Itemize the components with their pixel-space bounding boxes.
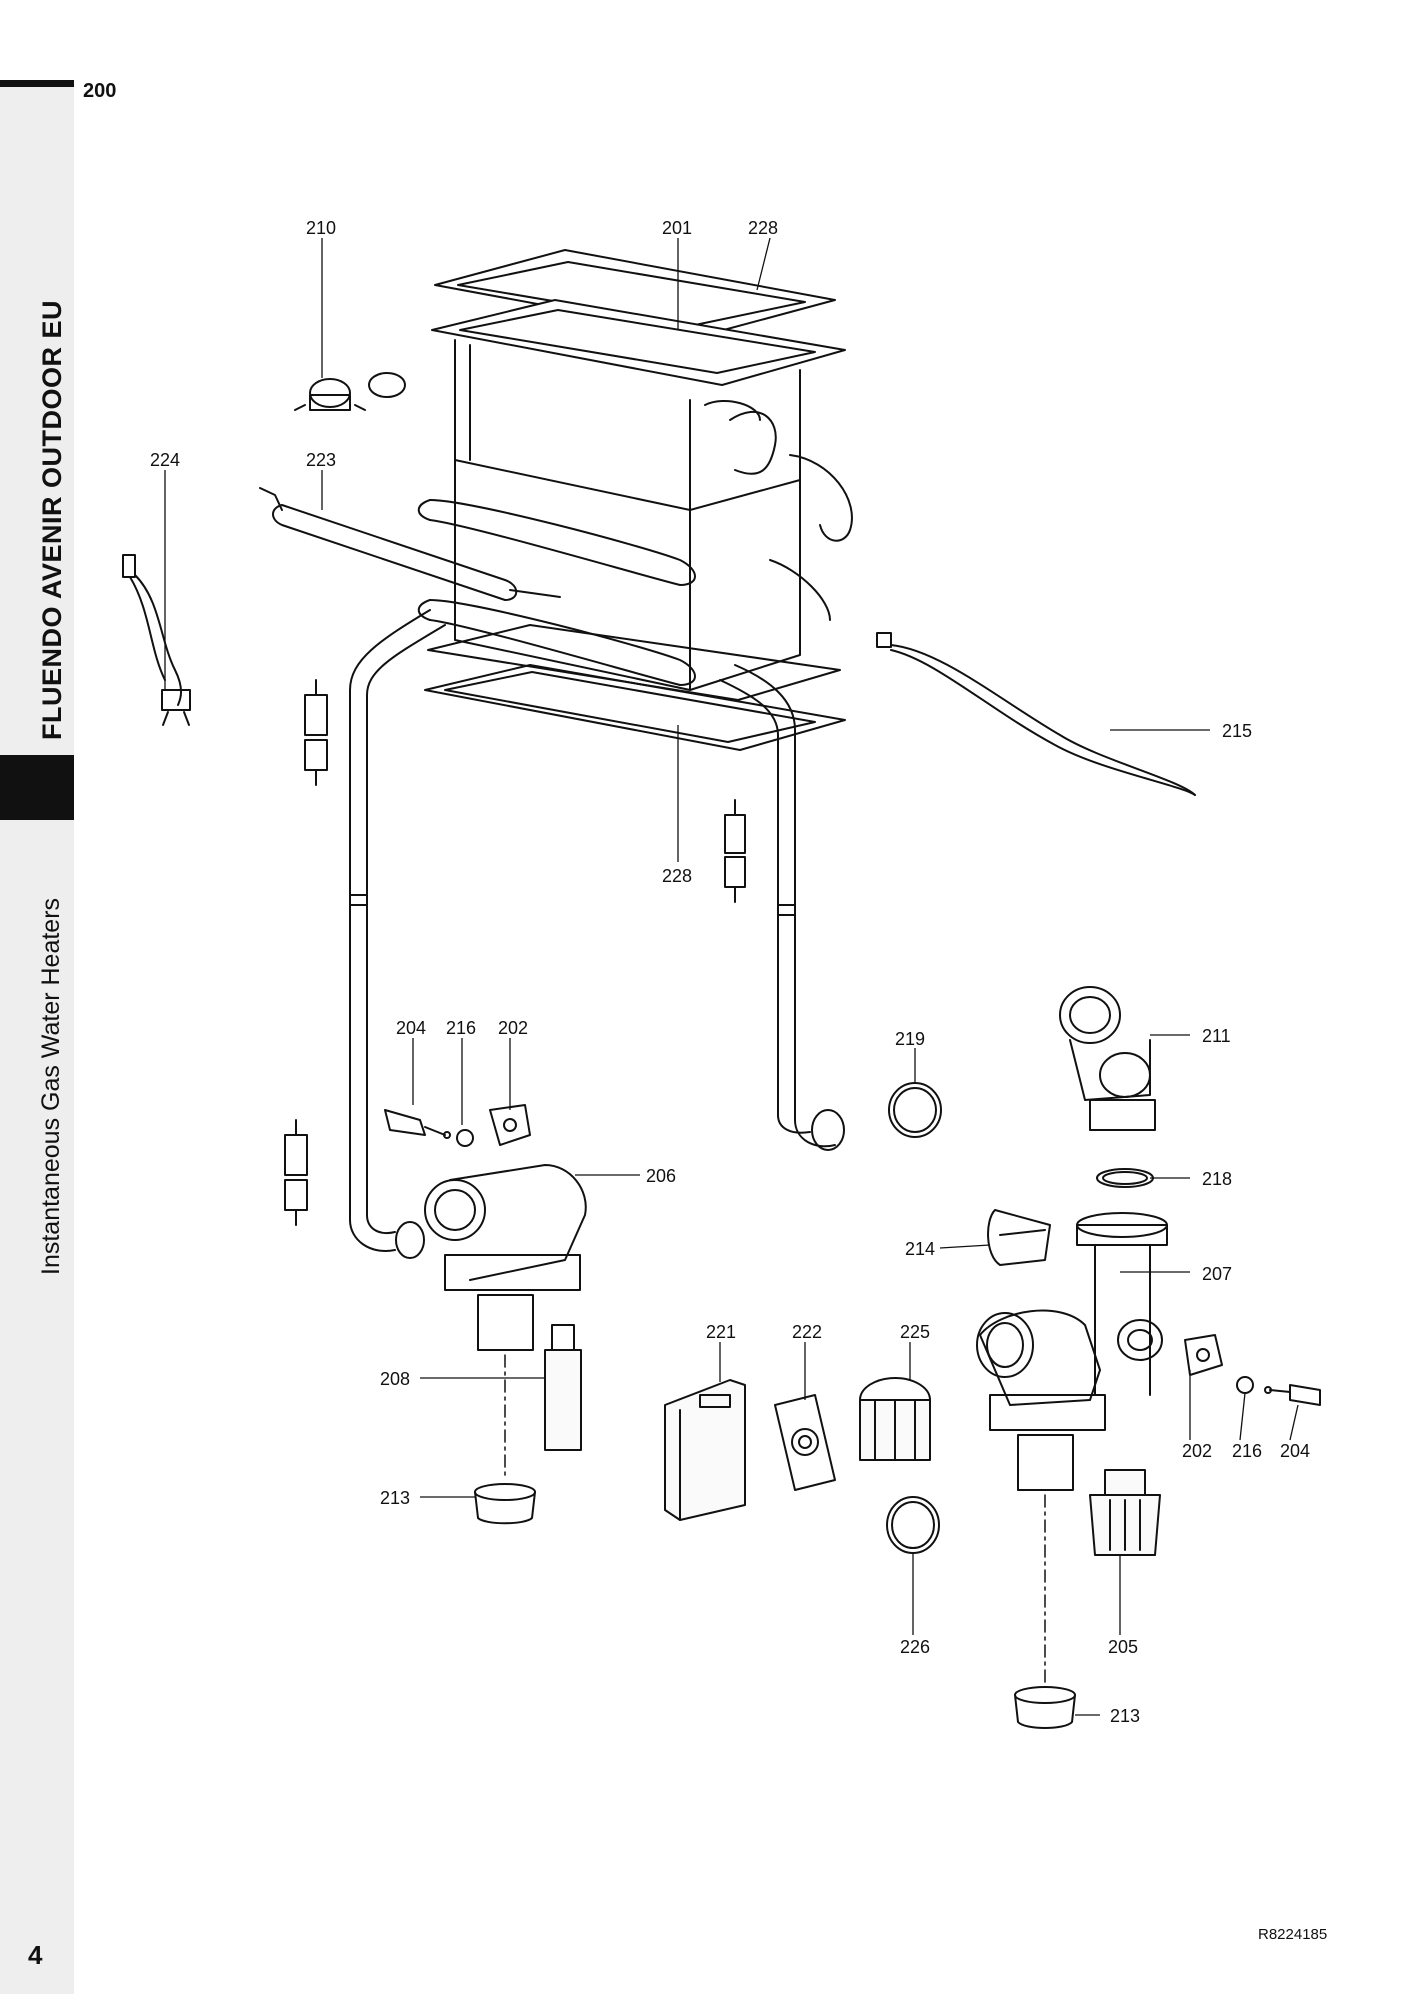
callout-204-right: 204 bbox=[1280, 1441, 1310, 1461]
part-213-cap-left bbox=[474, 1483, 536, 1525]
pipe-clip-right bbox=[724, 799, 746, 903]
part-202-clip-left bbox=[489, 1104, 531, 1146]
callout-223: 223 bbox=[306, 450, 336, 470]
part-225-turbine bbox=[859, 1377, 931, 1461]
callout-222: 222 bbox=[792, 1322, 822, 1342]
part-213-cap-right bbox=[1014, 1686, 1076, 1729]
callout-206: 206 bbox=[646, 1166, 676, 1186]
callout-202-right: 202 bbox=[1182, 1441, 1212, 1461]
part-224-sensor-cable bbox=[122, 554, 191, 726]
part-202-clip-right bbox=[1184, 1334, 1223, 1376]
part-210-thermostat bbox=[294, 372, 406, 411]
callout-210: 210 bbox=[306, 218, 336, 238]
callout-205: 205 bbox=[1108, 1637, 1138, 1657]
callout-216-left: 216 bbox=[446, 1018, 476, 1038]
leader-lines bbox=[164, 237, 1299, 1716]
part-208-filter bbox=[544, 1324, 582, 1451]
callout-218: 218 bbox=[1202, 1169, 1232, 1189]
callout-225: 225 bbox=[900, 1322, 930, 1342]
part-205-filter bbox=[1089, 1469, 1161, 1556]
sidebar-band bbox=[0, 80, 74, 1994]
callout-213-right: 213 bbox=[1110, 1706, 1140, 1726]
part-204-sensor-left bbox=[384, 1109, 451, 1139]
left-water-pipe bbox=[349, 609, 446, 1252]
callout-201: 201 bbox=[662, 218, 692, 238]
callout-221: 221 bbox=[706, 1322, 736, 1342]
callout-204-left: 204 bbox=[396, 1018, 426, 1038]
part-222-plate bbox=[774, 1394, 836, 1491]
part-216-oring-left bbox=[456, 1129, 474, 1147]
part-207-outlet-body bbox=[976, 1212, 1168, 1491]
page-number: 4 bbox=[28, 1940, 43, 1970]
part-216-oring-right bbox=[1236, 1376, 1254, 1394]
pipe-clip-left-upper bbox=[304, 679, 328, 786]
part-221-cover bbox=[664, 1379, 746, 1521]
part-226-oring bbox=[886, 1496, 940, 1554]
callout-202-left: 202 bbox=[498, 1018, 528, 1038]
part-215-harness bbox=[876, 632, 1196, 796]
part-204-sensor-right bbox=[1264, 1384, 1321, 1406]
sidebar-top-rule bbox=[0, 80, 74, 87]
callout-226: 226 bbox=[900, 1637, 930, 1657]
part-228-bottom-gasket bbox=[424, 624, 846, 751]
callout-214: 214 bbox=[905, 1239, 935, 1259]
callout-216-right: 216 bbox=[1232, 1441, 1262, 1461]
section-number: 200 bbox=[83, 80, 117, 102]
callout-228-bottom: 228 bbox=[662, 866, 692, 886]
callout-215: 215 bbox=[1222, 721, 1252, 741]
callout-207: 207 bbox=[1202, 1264, 1232, 1284]
pipe-clip-left-lower bbox=[284, 1119, 308, 1226]
part-211-elbow bbox=[1059, 986, 1156, 1131]
callout-228-top: 228 bbox=[748, 218, 778, 238]
part-223-electrode bbox=[259, 487, 561, 601]
callout-208: 208 bbox=[380, 1369, 410, 1389]
right-water-pipe bbox=[719, 664, 845, 1151]
callout-219: 219 bbox=[895, 1029, 925, 1049]
callout-211: 211 bbox=[1202, 1026, 1231, 1046]
part-218-oring bbox=[1096, 1168, 1154, 1188]
part-219-oring bbox=[888, 1082, 942, 1138]
part-201-heat-exchanger bbox=[417, 299, 853, 691]
reference-code: R8224185 bbox=[1258, 1926, 1328, 1943]
callout-213-left: 213 bbox=[380, 1488, 410, 1508]
part-206-valve-body bbox=[395, 1164, 587, 1351]
callout-224: 224 bbox=[150, 450, 180, 470]
sidebar-marker-block bbox=[0, 755, 74, 820]
part-214-clamp bbox=[987, 1209, 1051, 1266]
